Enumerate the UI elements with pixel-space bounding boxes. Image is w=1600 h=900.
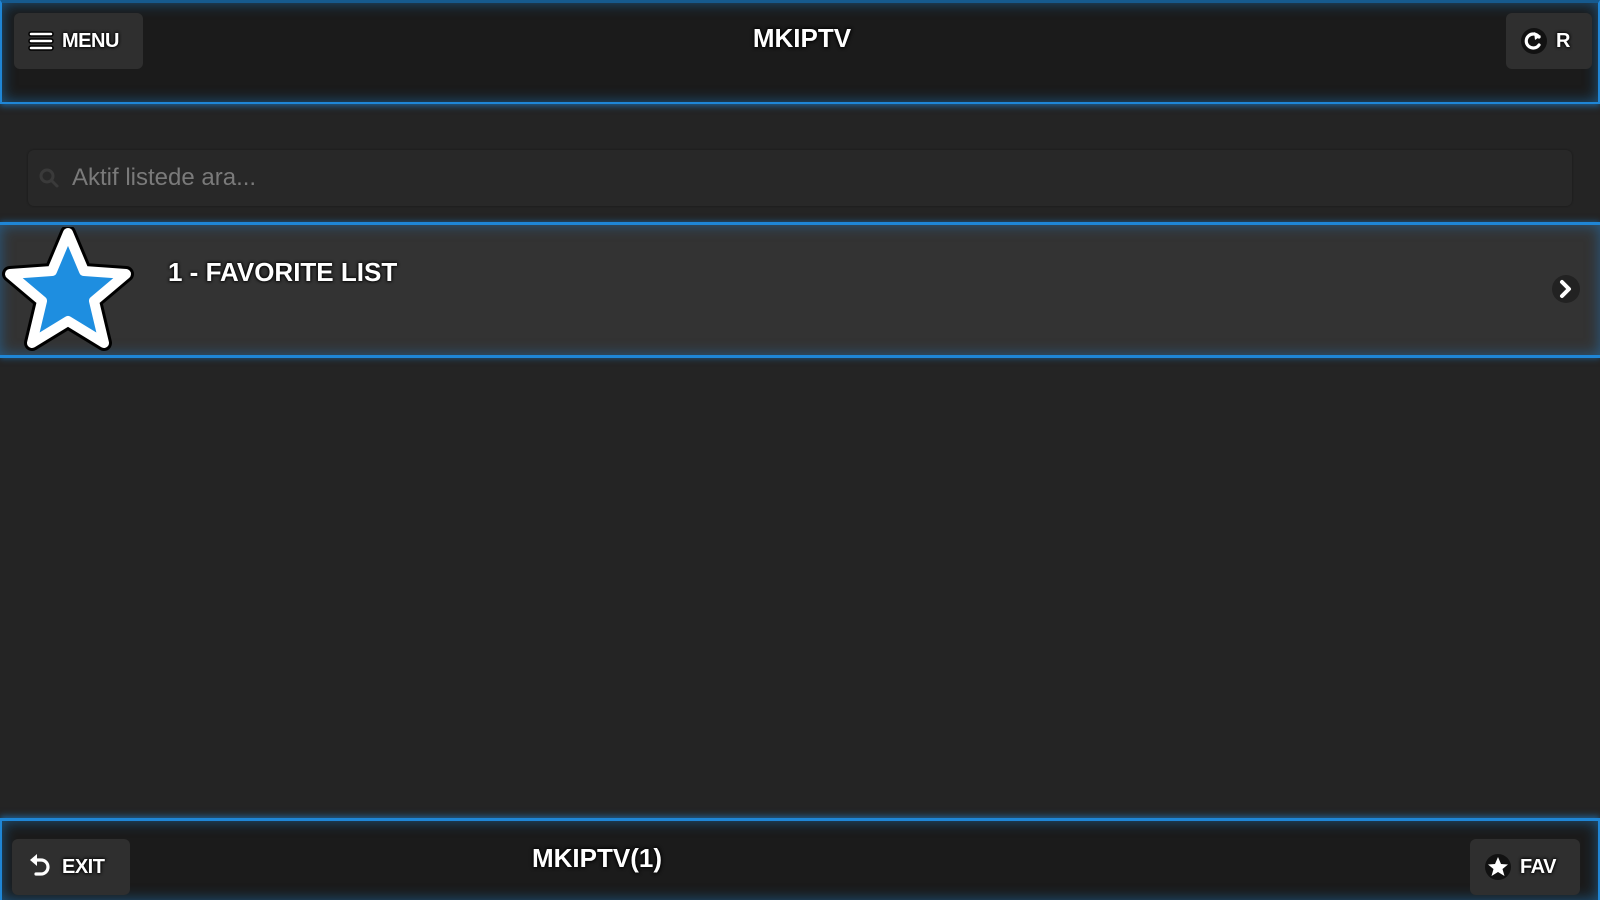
- undo-icon: [26, 852, 54, 882]
- star-icon: [1484, 853, 1512, 881]
- refresh-label: R: [1556, 29, 1570, 52]
- footer-title: MKIPTV(1): [532, 843, 662, 873]
- hamburger-icon: [28, 29, 54, 53]
- search-box[interactable]: [28, 150, 1572, 206]
- page-title: MKIPTV: [752, 23, 852, 53]
- refresh-icon: [1520, 27, 1548, 55]
- search-input[interactable]: [70, 163, 1524, 193]
- fav-label: FAV: [1520, 855, 1556, 878]
- search-icon: [38, 167, 60, 189]
- chevron-right-icon[interactable]: [1550, 273, 1582, 310]
- top-bar: MENU MKIPTV R: [0, 0, 1600, 104]
- list-item-favorite-list[interactable]: 1 - FAVORITE LIST: [0, 222, 1600, 358]
- menu-button[interactable]: MENU: [14, 13, 143, 69]
- menu-label: MENU: [62, 29, 119, 52]
- fav-button[interactable]: FAV: [1470, 839, 1580, 895]
- refresh-button[interactable]: R: [1506, 13, 1592, 69]
- exit-label: EXIT: [62, 855, 105, 878]
- list-item-label: 1 - FAVORITE LIST: [168, 257, 398, 287]
- bottom-bar: EXIT MKIPTV(1) FAV: [0, 818, 1600, 900]
- exit-button[interactable]: EXIT: [12, 839, 130, 895]
- star-icon: [2, 225, 134, 362]
